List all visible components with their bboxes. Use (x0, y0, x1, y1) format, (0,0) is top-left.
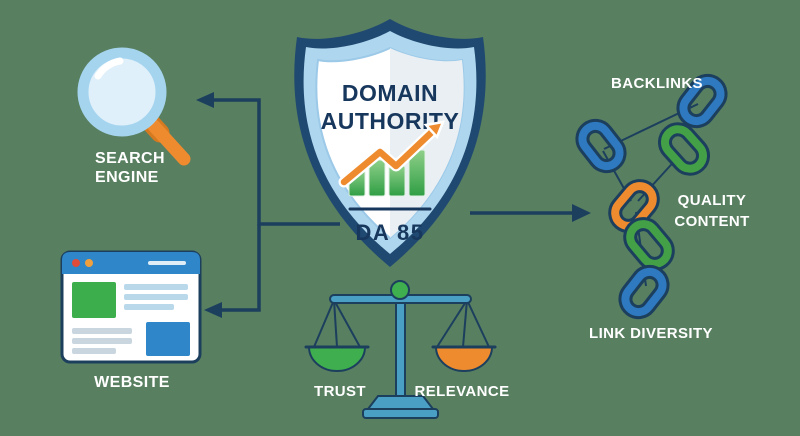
titlebar-dot-red (72, 259, 80, 267)
relevance-label: RELEVANCE (415, 383, 510, 400)
backlinks-node: BACKLINKS QUALITY CONTENT LINK DIVERSITY (575, 73, 749, 342)
pan-strings (313, 299, 490, 348)
trend-arrowhead-icon (423, 120, 445, 140)
titlebar-urlbar (148, 261, 186, 265)
shield-score: DA 85 (355, 220, 424, 245)
relevance-pan (434, 346, 494, 372)
chain-link-blue (676, 73, 728, 129)
link-diversity-label: LINK DIVERSITY (589, 325, 713, 342)
magnifier-icon (77, 47, 191, 166)
lens-highlight (94, 57, 124, 80)
website-label: WEBSITE (94, 374, 170, 391)
quality-content-label-line2: CONTENT (674, 213, 749, 230)
content-line (72, 328, 132, 334)
connector-search-engine (212, 98, 340, 226)
balance-scale-node: TRUST RELEVANCE (304, 280, 510, 419)
chain-link-blue (618, 264, 670, 320)
content-line (124, 304, 174, 310)
browser-titlebar (62, 252, 200, 274)
search-engine-label-line1: SEARCH (95, 150, 165, 167)
trust-pan (307, 346, 367, 372)
browser-window-icon (60, 250, 202, 364)
chain-links-icon (575, 73, 728, 320)
content-image-blue (146, 322, 190, 356)
content-line (124, 284, 188, 290)
domain-authority-shield: DOMAIN AUTHORITY DA 85 (294, 19, 486, 267)
quality-content-label-line1: QUALITY (678, 192, 747, 209)
chain-link-blue (575, 118, 627, 174)
magnifier-lens (77, 47, 167, 137)
search-engine-node: SEARCH ENGINE (77, 47, 191, 186)
scale-pivot-ball (390, 280, 410, 300)
content-line (124, 294, 188, 300)
trust-label: TRUST (314, 383, 366, 400)
content-line (72, 338, 132, 344)
arrowhead-website-icon (204, 302, 222, 318)
titlebar-dot-orange (85, 259, 93, 267)
search-engine-label-line2: ENGINE (95, 169, 159, 186)
chain-link-orange (608, 179, 660, 233)
connectors (196, 92, 591, 318)
backlinks-label: BACKLINKS (611, 75, 703, 92)
content-image-green (72, 282, 116, 318)
magnifier-handle (147, 119, 191, 166)
scale-base-plate (362, 408, 439, 419)
arrowhead-backlinks-icon (572, 204, 591, 222)
chain-link-green (623, 217, 675, 271)
growth-chart-icon (338, 120, 445, 197)
content-line (72, 348, 116, 354)
website-node: WEBSITE (60, 250, 202, 391)
trend-arrow (340, 126, 438, 186)
balance-scale-icon (304, 280, 497, 419)
connector-website (220, 224, 261, 312)
arrowhead-search-engine-icon (196, 92, 214, 108)
chain-link-green (657, 122, 711, 176)
scale-post (395, 299, 406, 399)
shield-title-line1: DOMAIN (342, 80, 438, 106)
